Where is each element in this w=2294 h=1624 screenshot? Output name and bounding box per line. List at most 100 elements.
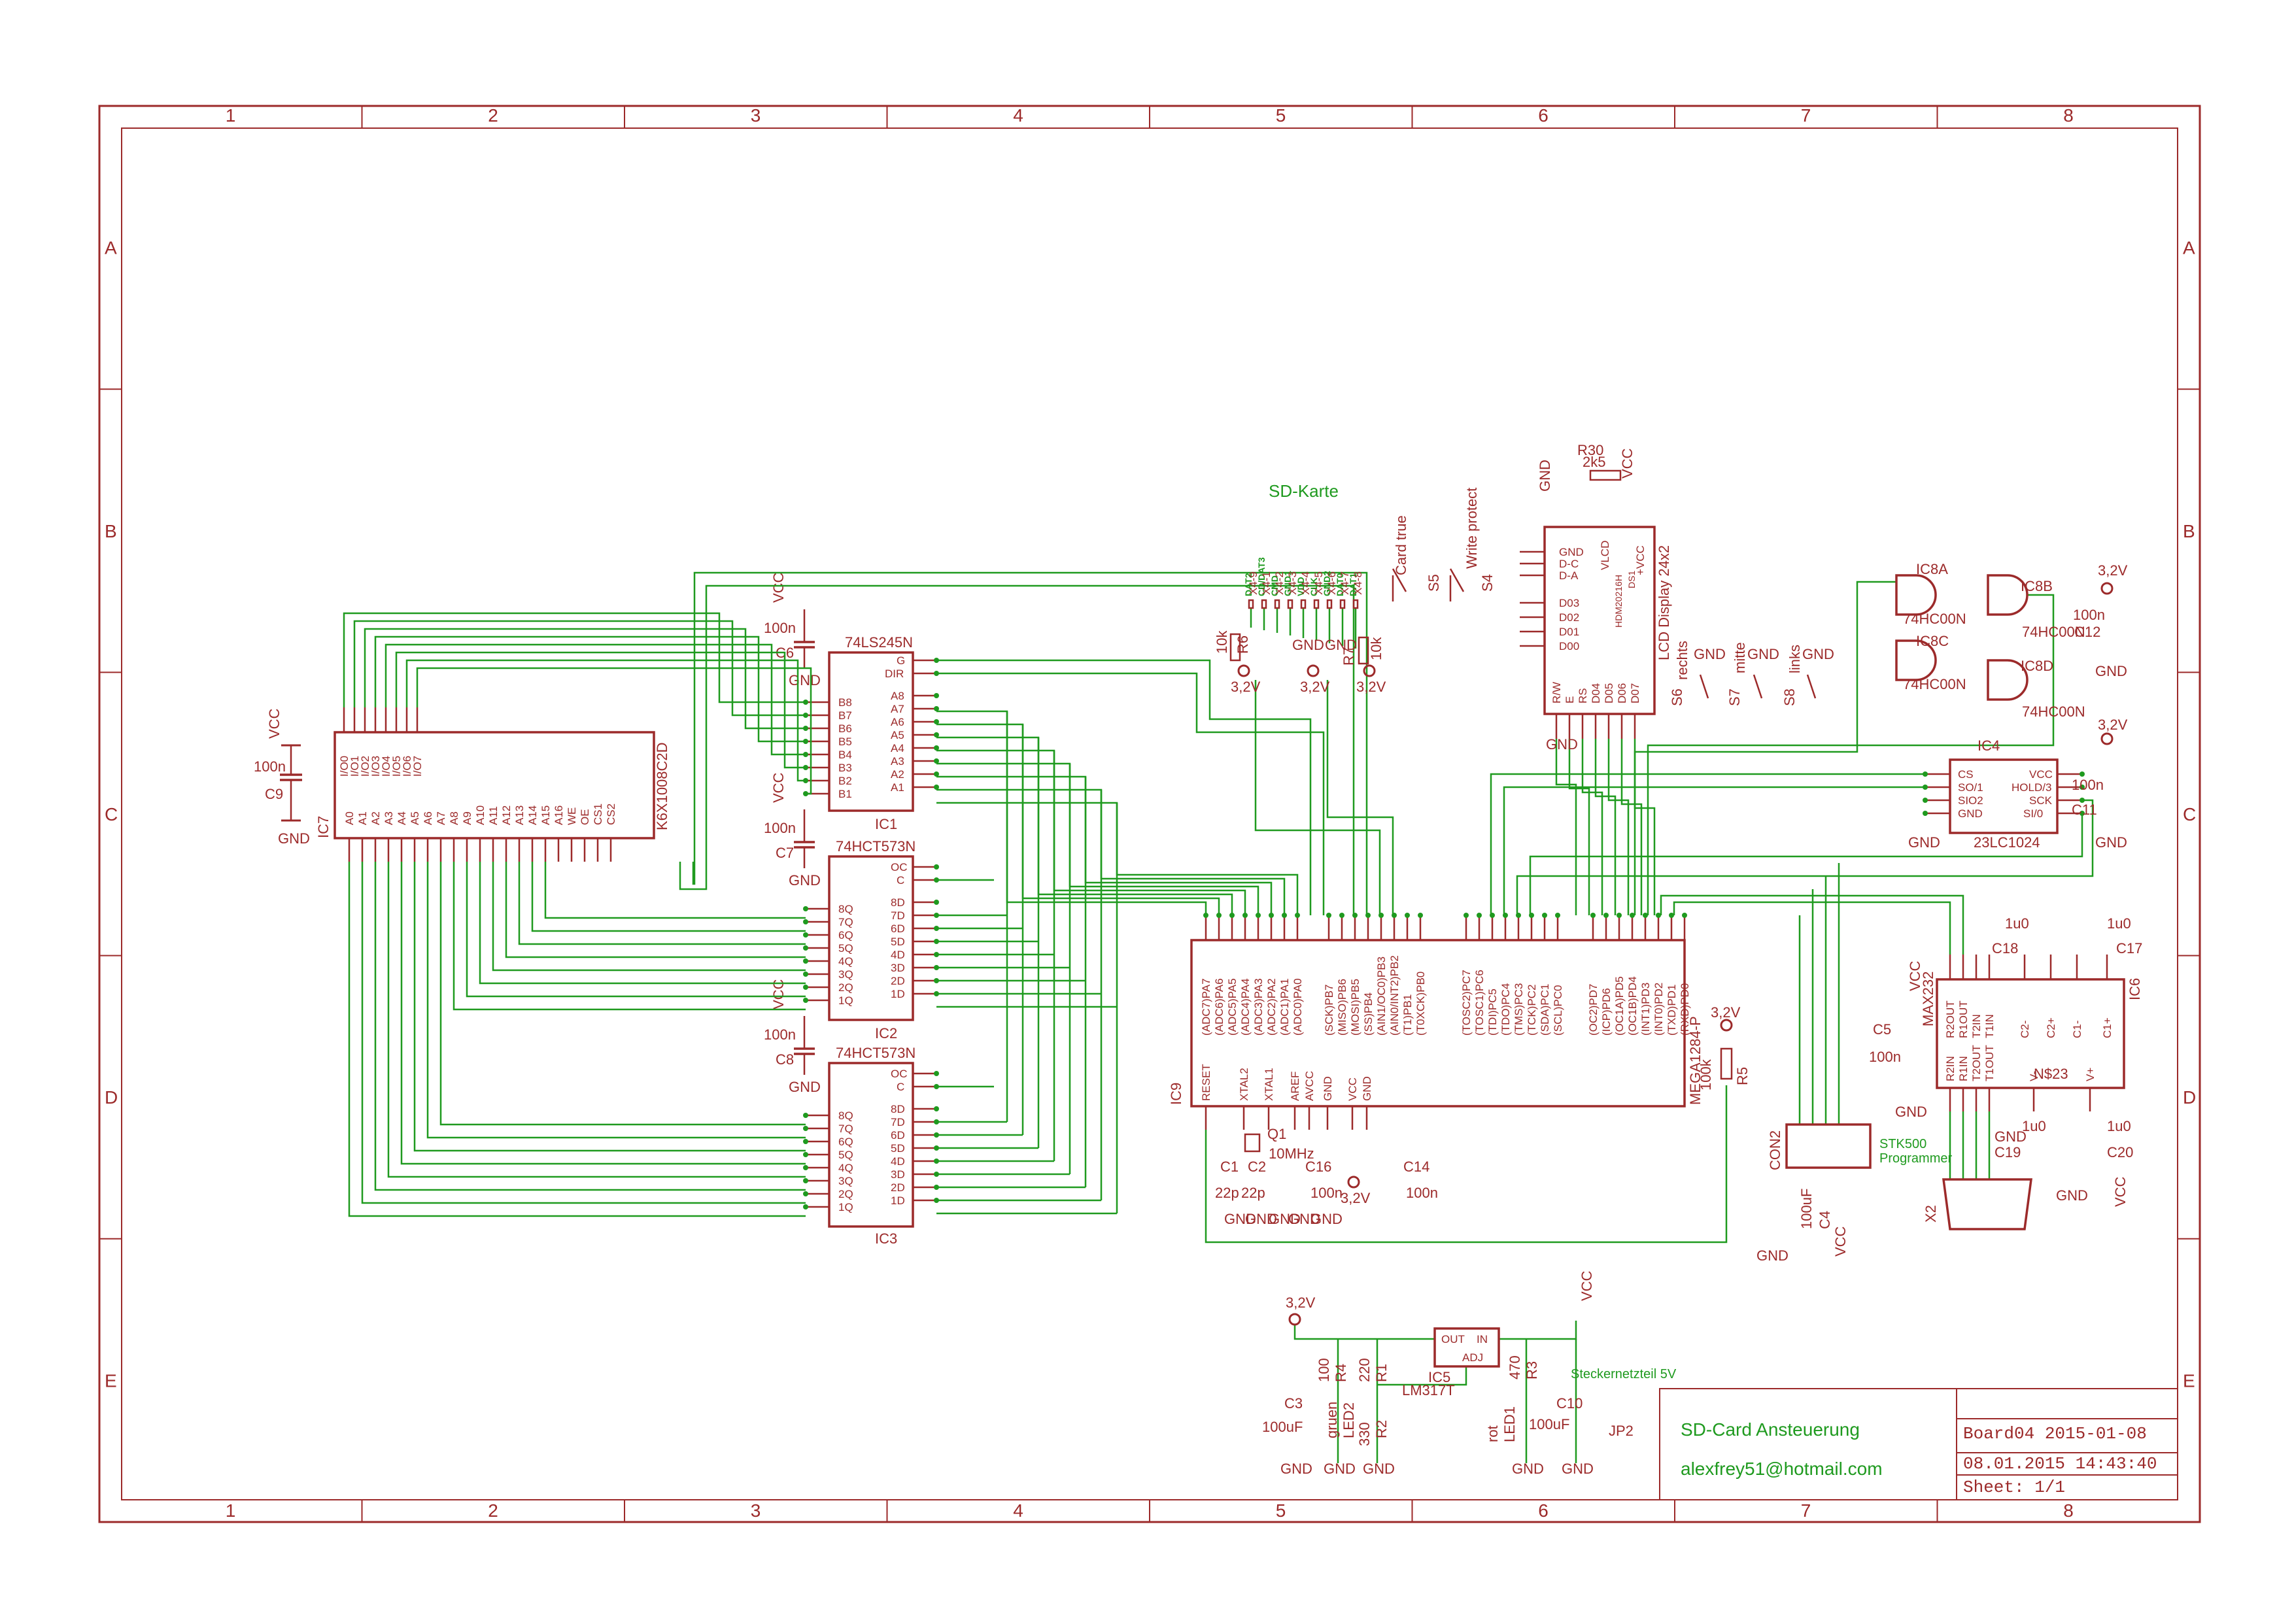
c5-vcc: VCC — [1907, 960, 1923, 991]
ic9-pin-label: (ICP)PD6 — [1600, 988, 1613, 1036]
frame-row-left: D — [105, 1087, 118, 1108]
c9-gnd: GND — [278, 830, 310, 847]
sd-karte-title: SD-Karte — [1269, 481, 1339, 501]
ic4-23lc1024[interactable]: IC4 23LC1024 CSSO/1SIO2GNDVCCHOLD/3SCKSI… — [1908, 717, 2128, 851]
ic1-74ls245[interactable]: 74LS245N IC1 B8B7B6B5B4B3B2B1GDIRA8A7A6A… — [803, 634, 939, 832]
r6-3v3: 3,2V — [1231, 679, 1261, 695]
ic6-pin-label: C2- — [2019, 1021, 2031, 1038]
c1-name: C1 — [1220, 1159, 1239, 1175]
ic7-part: K6X1008C2D — [654, 742, 670, 830]
ic9-pin-label: GND — [1361, 1076, 1373, 1101]
power-supply[interactable]: OUT IN ADJ IC5 LM317T 3,2V VCC 100 R4 22… — [1262, 1270, 1677, 1477]
c14-value: 100n — [1406, 1185, 1438, 1201]
ic8d-part: 74HC00N — [2022, 703, 2085, 720]
ic2-pins-pin-label: 1D — [891, 988, 905, 1000]
c12-value: 100n — [2073, 607, 2105, 623]
c8-name: C8 — [776, 1051, 794, 1068]
switch-s5-card-true[interactable]: Card true S5 — [1392, 515, 1442, 601]
psu-vcc: VCC — [1579, 1270, 1595, 1301]
ic2-74hct573[interactable]: 74HCT573N IC2 8Q7Q6Q5Q4Q3Q2Q1QOCC8D7D6D5… — [803, 838, 939, 1041]
r6-value: 10k — [1214, 630, 1230, 654]
frame-row-left: C — [105, 804, 118, 824]
ic6-pin-label: C1- — [2071, 1021, 2083, 1038]
c6-gnd: GND — [789, 672, 821, 688]
c7-name: C7 — [776, 845, 794, 861]
ic5-in: IN — [1477, 1333, 1488, 1345]
sd-gnd: GND — [1325, 637, 1357, 653]
r7-value: 10k — [1368, 637, 1384, 660]
ic2-pins-pin-label: 3D — [891, 962, 905, 974]
sd-pin-label: X4-1 — [1260, 571, 1273, 595]
ic1-pins-pin-label: B7 — [838, 709, 852, 722]
c12-capacitor[interactable]: 3,2V 100n C12 GND — [2073, 562, 2128, 679]
frame-row-right: B — [2183, 521, 2195, 541]
r7-3v3: 3,2V — [1356, 679, 1386, 695]
sd-pin-label: X4-4 — [1299, 571, 1312, 595]
lcd-pin-label: GND — [1559, 546, 1584, 558]
ic7-pin-label: I/O2 — [359, 756, 371, 777]
frame-col-bottom: 4 — [1013, 1500, 1023, 1521]
ic6-pin-label: V- — [2028, 1071, 2040, 1081]
ic7-sram[interactable]: K6X1008C2D IC7 I/O0I/O1I/O2I/O3I/O4I/O5I… — [315, 707, 670, 862]
frame-col-top: 3 — [751, 105, 761, 126]
con2-stk500[interactable]: CON2 STK500 Programmer 100uF C4 GND VCC — [1756, 1123, 1952, 1264]
frame-col-bottom: 1 — [226, 1500, 236, 1521]
ic9-pin-label: (TXD)PD1 — [1666, 985, 1678, 1036]
ic9-pin-label: (ADC0)PA0 — [1292, 978, 1304, 1036]
ic9-pin-label: (INT1)PD3 — [1639, 983, 1652, 1036]
ic9-pin-label: (SCK)PB7 — [1323, 985, 1335, 1036]
ic9-pin-label: (OC1A)PD5 — [1613, 976, 1626, 1036]
ic7-pin-label: A6 — [422, 811, 434, 825]
c5-capacitor[interactable]: VCC C5 100n GND — [1869, 960, 1927, 1120]
c18-name: C18 — [1992, 940, 2018, 956]
ic1-pins-pin-label: A4 — [891, 742, 904, 754]
r5-resistor[interactable]: 100k R5 3,2V — [1698, 1004, 1751, 1091]
ic7-pin-label: I/O5 — [390, 756, 403, 777]
c3-value: 100uF — [1262, 1419, 1303, 1435]
ic7-pin-label: A7 — [435, 811, 447, 825]
ic9-pin-label: GND — [1322, 1076, 1334, 1101]
steckernetzteil-label: Steckernetzteil 5V — [1571, 1367, 1677, 1381]
ic6-pin-label: R1IN — [1957, 1056, 1970, 1081]
ic9-pin-label: AREF — [1289, 1072, 1301, 1101]
x2-db9-connector[interactable]: X2 — [1923, 1178, 2032, 1230]
c10-name: C10 — [1556, 1395, 1583, 1412]
c12-3v3: 3,2V — [2098, 562, 2128, 579]
ic9-mega1284[interactable]: MEGA1284-P IC9 (ADC7)PA7(ADC6)PA6(ADC5)P… — [1168, 913, 1703, 1130]
s8-name: S8 — [1781, 688, 1798, 706]
ic4-pin-label: VCC — [2029, 768, 2053, 781]
ic2-pins-pin-label: 3Q — [838, 968, 853, 981]
frame-col-bottom: 2 — [488, 1500, 498, 1521]
ic7-pin-label: I/O0 — [338, 756, 351, 777]
lcd-display[interactable]: LCD Display 24x2 HDM20216H DS1 GNDD-CD-A… — [1520, 442, 1672, 753]
ic6-pin-label: C2+ — [2045, 1017, 2057, 1038]
c7-gnd: GND — [789, 872, 821, 888]
frame-row-left: B — [105, 521, 117, 541]
ic1-pins-pin-label: B3 — [838, 762, 852, 774]
c9-capacitor[interactable]: VCC 100n C9 GND — [254, 708, 310, 847]
ic2-pins-pin-label: 8Q — [838, 903, 853, 915]
ic8-nand-gates[interactable]: IC8A IC8B IC8C IC8D 74HC00N 74HC00N 74HC… — [1895, 561, 2085, 720]
lcd-pin-label: E — [1564, 696, 1576, 703]
ic1-pins-pin-label: B4 — [838, 749, 852, 761]
c7-value: 100n — [764, 820, 796, 836]
ic1-pins-pin-label: A5 — [891, 729, 904, 741]
ic3-74hct573[interactable]: 74HCT573N IC3 8Q7Q6Q5Q4Q3Q2Q1QOCC8D7D6D5… — [803, 1045, 939, 1247]
ic6-pin-label: R2OUT — [1944, 1000, 1957, 1038]
ic7-pin-label: A10 — [474, 805, 487, 825]
r1-name: R1 — [1373, 1364, 1390, 1382]
switch-s4-write-protect[interactable]: Write protect S4 — [1449, 488, 1496, 601]
s8-gnd: GND — [1802, 646, 1834, 662]
buttons-s6-s7-s8[interactable]: rechts S6 mitte S7 links S8 GND GND GND — [1669, 641, 1834, 706]
crystal-section[interactable]: Q1 10MHz C1 C2 22p 22p C16 100n C14 100n… — [1215, 1126, 1438, 1227]
frame-col-bottom: 7 — [1801, 1500, 1811, 1521]
ic9-pin-label: (ADC5)PA5 — [1226, 978, 1239, 1036]
r4-value: 100 — [1316, 1358, 1332, 1382]
ic7-name: IC7 — [315, 816, 332, 838]
ic4-pin-label: GND — [1958, 807, 1983, 820]
r2-name: R2 — [1373, 1420, 1390, 1438]
c9-value: 100n — [254, 758, 286, 775]
ic2-pins-pin-label: 6Q — [838, 929, 853, 941]
